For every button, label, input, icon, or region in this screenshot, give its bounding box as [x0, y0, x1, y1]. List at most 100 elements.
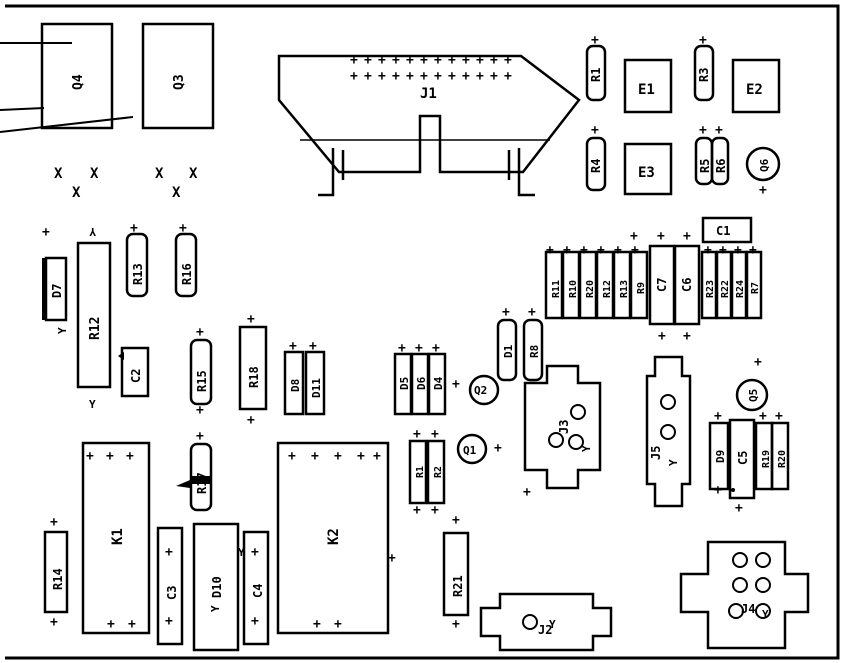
j4-outline — [679, 540, 810, 650]
svg-text:+: + — [309, 339, 317, 354]
svg-text:+: + — [420, 69, 428, 84]
y-marker: Y — [56, 327, 69, 334]
r6-body — [710, 136, 730, 186]
svg-text:+: + — [719, 243, 727, 258]
label-d4: D4 — [432, 376, 445, 390]
svg-text:+: + — [734, 243, 742, 258]
svg-text:+: + — [699, 33, 707, 48]
svg-text:+: + — [683, 329, 691, 344]
label-d7: D7 — [50, 284, 64, 298]
label-r12b: R12 — [602, 280, 613, 298]
y-marker: Y — [89, 225, 96, 238]
svg-text:+: + — [126, 449, 134, 464]
r12-outline — [76, 241, 112, 389]
svg-text:+: + — [699, 123, 707, 138]
label-r4: R4 — [589, 159, 603, 173]
y-marker: Y — [667, 459, 680, 466]
svg-text:+: + — [704, 243, 712, 258]
y-marker: Y — [209, 605, 222, 612]
svg-text:+: + — [434, 53, 442, 68]
svg-text:+: + — [448, 53, 456, 68]
svg-text:+: + — [196, 403, 204, 418]
svg-text:+: + — [754, 355, 762, 370]
svg-text:+: + — [614, 243, 622, 258]
k2-outline — [276, 441, 390, 635]
svg-text:+: + — [502, 305, 510, 320]
label-e3: E3 — [638, 165, 655, 181]
j1-latch-left — [318, 148, 345, 197]
label-q6: Q6 — [758, 158, 771, 172]
c1-outline — [701, 216, 753, 244]
svg-text:+: + — [775, 409, 783, 424]
j5-outline — [645, 355, 692, 508]
y-marker: Y — [580, 445, 593, 452]
svg-text:+: + — [546, 243, 554, 258]
label-r5: R5 — [698, 159, 712, 173]
label-r20: R20 — [585, 280, 596, 298]
label-j3: J3 — [557, 420, 571, 434]
svg-text:+: + — [523, 485, 531, 500]
svg-text:+: + — [50, 515, 58, 530]
svg-text:+: + — [334, 449, 342, 464]
svg-text:X: X — [189, 166, 198, 182]
r1b-body — [408, 439, 428, 505]
svg-text:+: + — [658, 329, 666, 344]
svg-text:+: + — [597, 243, 605, 258]
label-q3: Q3 — [172, 74, 187, 90]
svg-text:+: + — [528, 305, 536, 320]
svg-text:+: + — [413, 427, 421, 442]
label-r21: R21 — [451, 575, 465, 597]
svg-text:+: + — [462, 53, 470, 68]
svg-text:+: + — [580, 243, 588, 258]
svg-text:+: + — [448, 69, 456, 84]
label-k2: K2 — [326, 528, 342, 545]
svg-text:+: + — [392, 53, 400, 68]
svg-text:+: + — [251, 614, 259, 629]
svg-text:X: X — [172, 185, 181, 201]
svg-text:+: + — [196, 325, 204, 340]
svg-text:+: + — [350, 53, 358, 68]
c2-outline — [120, 346, 150, 398]
svg-text:+: + — [420, 53, 428, 68]
svg-text:+: + — [128, 617, 136, 632]
svg-text:+: + — [591, 123, 599, 138]
label-q4: Q4 — [71, 74, 86, 90]
label-c7: C7 — [655, 278, 669, 292]
label-d8: D8 — [289, 379, 302, 392]
svg-text:+: + — [334, 617, 342, 632]
y-marker: Y — [549, 618, 556, 631]
svg-text:+: + — [494, 441, 502, 456]
label-r14: R14 — [51, 568, 65, 590]
connector-pins — [522, 394, 771, 630]
label-r10: R10 — [568, 280, 579, 298]
label-r16: R16 — [180, 263, 194, 285]
e3-outline — [623, 142, 673, 196]
svg-text:X: X — [155, 166, 164, 182]
label-r18: R18 — [247, 366, 261, 388]
svg-text:+: + — [759, 409, 767, 424]
svg-text:+: + — [364, 69, 372, 84]
r13-body — [125, 232, 149, 298]
r1-body — [585, 44, 607, 102]
svg-text:+: + — [415, 341, 423, 356]
svg-text:+: + — [373, 449, 381, 464]
d11-body — [304, 350, 326, 416]
label-r20b: R20 — [777, 450, 788, 468]
r18-body — [238, 325, 268, 411]
d8-body — [283, 350, 305, 416]
label-d9: D9 — [714, 450, 727, 463]
svg-text:+: + — [406, 69, 414, 84]
board-outline — [5, 4, 840, 660]
label-q1: Q1 — [463, 444, 477, 457]
svg-text:+: + — [434, 69, 442, 84]
r14-body — [43, 530, 69, 614]
svg-text:+: + — [504, 69, 512, 84]
label-j4: J4 — [741, 602, 755, 616]
x-markers: X X X X X X — [54, 166, 198, 201]
label-c1: C1 — [716, 224, 730, 238]
label-r12: R12 — [88, 317, 103, 340]
svg-text:+: + — [364, 53, 372, 68]
r2-body — [426, 439, 446, 505]
svg-text:+: + — [378, 53, 386, 68]
